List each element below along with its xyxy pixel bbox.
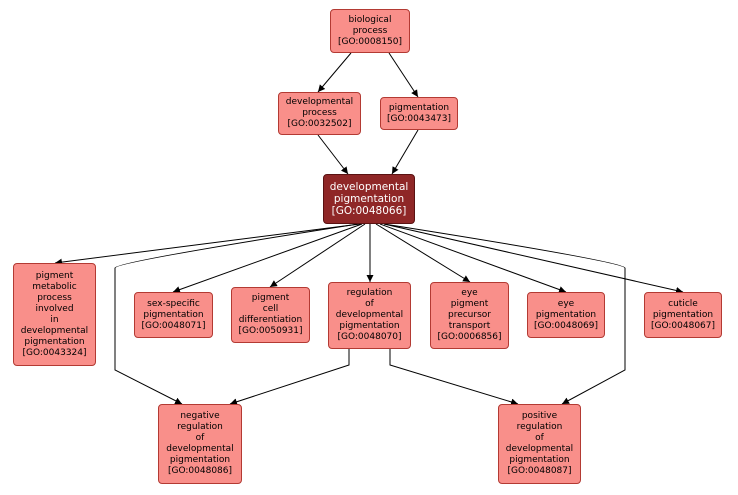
- node-label-line: developmental: [166, 444, 234, 454]
- node-label-line: of: [365, 299, 374, 309]
- node-label-line: pigment: [450, 299, 489, 309]
- edge-devpig-to-sex-specific: [172, 223, 363, 293]
- node-label-line: biological: [348, 14, 392, 25]
- node-label-line: [GO:0050931]: [238, 326, 303, 336]
- node-label-line: developmental: [329, 181, 409, 193]
- node-label-line: pigmentation: [333, 193, 405, 205]
- node-label-line: sex-specific: [147, 298, 200, 309]
- node-label-line: precursor: [447, 310, 491, 320]
- node-label-line: [GO:0048086]: [167, 466, 233, 476]
- node-label-line: regulation: [516, 422, 563, 432]
- node-label-line: [GO:0048069]: [533, 320, 599, 331]
- node-label-line: [GO:0008150]: [337, 36, 403, 47]
- node-label-line: pigmentation: [339, 321, 400, 331]
- edge-pigmentation-to-devpig: [391, 129, 419, 175]
- edge-devpig-to-pigment-cell: [269, 223, 366, 288]
- edge-devpig-to-cuticle: [383, 223, 684, 294]
- node-label-line: eye: [461, 288, 478, 298]
- node-label-line: process: [37, 292, 72, 303]
- node-label-line: pigment: [35, 270, 74, 281]
- node-label-line: process: [352, 25, 388, 36]
- edge-bp-to-devproc: [317, 52, 352, 93]
- node-label-line: transport: [448, 321, 491, 331]
- node-label-line: developmental: [335, 310, 404, 320]
- node-label-line: pigmentation: [169, 455, 231, 465]
- node-label-line: pigmentation: [388, 102, 450, 113]
- node-label-line: pigmentation: [652, 309, 714, 320]
- node-label-line: eye: [557, 298, 575, 309]
- node-label-line: involved: [35, 303, 74, 314]
- node-label-line: pigmentation: [509, 455, 570, 465]
- node-label-line: metabolic: [32, 281, 77, 292]
- node-label-line: developmental: [505, 444, 574, 454]
- node-label-line: of: [535, 433, 544, 443]
- node-label-line: [GO:0048070]: [337, 332, 402, 342]
- edge-devpig-to-negative: [114, 223, 359, 405]
- node-label-line: pigmentation: [24, 336, 85, 347]
- edge-devproc-to-devpig: [317, 134, 349, 175]
- node-label-line: cuticle: [668, 298, 698, 309]
- edge-bp-to-pigmentation: [388, 52, 419, 98]
- edge-devpig-to-eye-pigmentation: [379, 223, 567, 293]
- edge-regulation-to-positive: [389, 349, 519, 406]
- node-label-line: [GO:0043324]: [22, 347, 87, 358]
- edge-regulation-to-negative: [229, 349, 350, 406]
- node-label-line: differentiation: [238, 315, 303, 325]
- node-label-line: pigmentation: [143, 309, 204, 320]
- edge-devpig-to-eye-precursor: [375, 223, 471, 283]
- edge-devpig-to-pigment-metabolic: [54, 223, 361, 266]
- node-label-line: [GO:0032502]: [287, 119, 352, 129]
- node-label-line: cell: [262, 304, 279, 314]
- node-label-line: [GO:0048087]: [507, 466, 572, 476]
- node-label-line: process: [302, 108, 337, 118]
- edge-devpig-to-positive: [383, 223, 626, 405]
- node-label-line: developmental: [20, 325, 89, 336]
- node-label-line: [GO:0048067]: [650, 320, 716, 331]
- node-label-line: developmental: [285, 97, 354, 107]
- node-label-line: [GO:0048066]: [331, 205, 407, 217]
- node-label-line: negative: [180, 411, 220, 421]
- node-label-line: [GO:0048071]: [141, 320, 206, 331]
- node-label-line: of: [195, 433, 205, 443]
- node-label-line: [GO:0043473]: [386, 113, 452, 124]
- node-label-line: regulation: [177, 422, 223, 432]
- node-pigmentation[interactable]: pigmentation[GO:0043473]: [380, 97, 458, 130]
- node-label-line: positive: [521, 411, 558, 421]
- node-label-line: in: [50, 314, 59, 325]
- node-label-line: [GO:0006856]: [437, 332, 502, 342]
- node-label-line: pigmentation: [535, 309, 597, 320]
- node-label-line: regulation: [346, 288, 393, 298]
- node-label-line: pigment: [251, 293, 290, 303]
